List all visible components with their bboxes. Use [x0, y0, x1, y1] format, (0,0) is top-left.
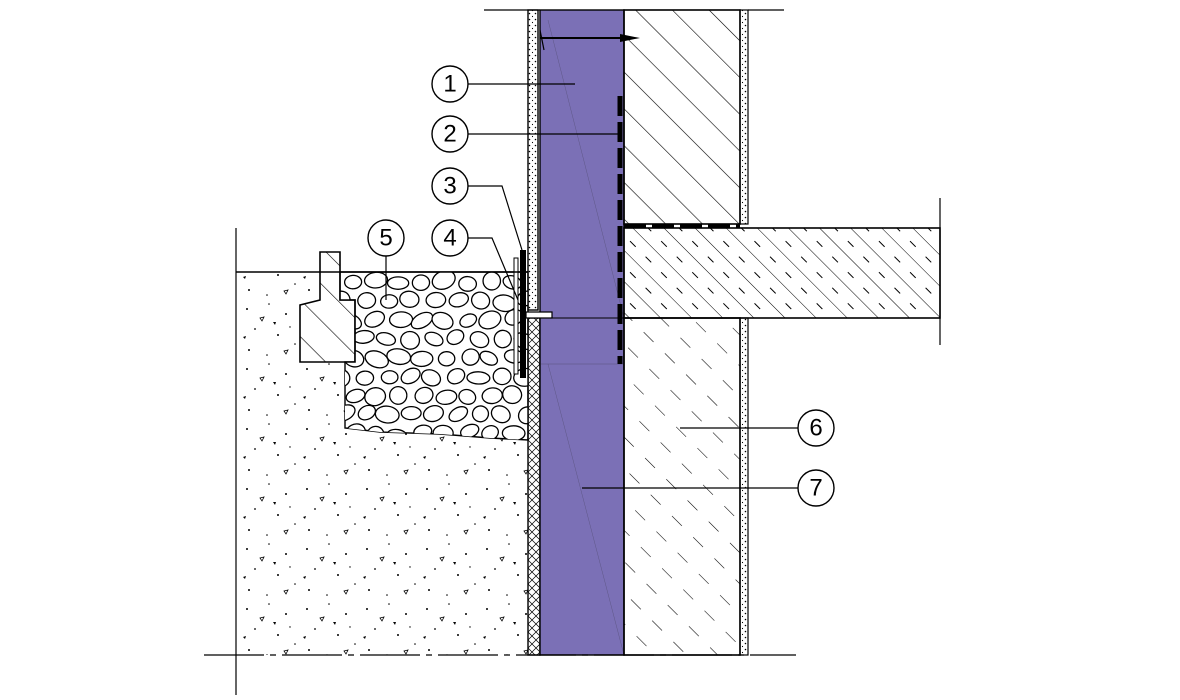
- gravel-stone: [431, 311, 454, 330]
- callout-5-label: 5: [379, 225, 392, 252]
- gravel-stone: [375, 331, 397, 346]
- gravel-stone: [461, 348, 480, 366]
- gravel-stone: [493, 329, 512, 349]
- gravel-stone: [448, 406, 469, 423]
- gravel-stone: [435, 389, 458, 406]
- callout-3-label: 3: [443, 173, 456, 200]
- gravel-stone: [420, 369, 442, 387]
- upper-wall: [623, 9, 749, 225]
- gravel-stone: [343, 274, 363, 290]
- gravel-stone: [422, 405, 445, 423]
- frame-lines: [204, 9, 796, 656]
- gravel-stone: [490, 405, 511, 424]
- gravel-stone: [425, 291, 447, 309]
- callout-4-label: 4: [443, 225, 456, 252]
- gravel-stone: [502, 385, 523, 405]
- gravel-stone: [400, 406, 422, 421]
- outer-render: [527, 9, 539, 311]
- gravel-stone: [458, 275, 478, 292]
- gravel-stone: [411, 274, 431, 292]
- gravel-stone: [471, 405, 490, 423]
- gravel-stone: [379, 294, 399, 309]
- gravel-stone: [364, 387, 387, 407]
- callout-7: 7: [582, 469, 835, 507]
- gravel-layer: [339, 271, 529, 441]
- gravel-stone: [380, 370, 399, 385]
- gravel-stone: [470, 291, 491, 310]
- soil-backfill: [235, 228, 528, 695]
- gravel-stone: [492, 367, 512, 386]
- plinth-profile: [513, 250, 553, 378]
- gravel-stone: [469, 331, 490, 349]
- gravel-stone: [482, 272, 502, 291]
- gravel-stone: [355, 370, 375, 386]
- callout-2: 2: [431, 115, 618, 153]
- gravel-stone: [400, 330, 421, 350]
- gravel-stone: [414, 386, 434, 405]
- gravel-stone: [466, 371, 491, 385]
- gravel-stone: [364, 350, 389, 369]
- callout-1: 1: [431, 65, 575, 103]
- callout-1-label: 1: [443, 71, 456, 98]
- basement-wall: [623, 317, 749, 656]
- callout-3: 3: [431, 167, 523, 251]
- gravel-stone: [374, 405, 400, 424]
- gravel-stone: [388, 386, 408, 405]
- gravel-stone: [501, 425, 526, 440]
- gravel-stone: [386, 276, 410, 290]
- gravel-stone: [364, 310, 386, 328]
- gravel-stone: [431, 272, 456, 290]
- callout-7-label: 7: [809, 475, 822, 502]
- curb-element: [299, 251, 356, 363]
- gravel-stone: [448, 292, 470, 308]
- callout-6-label: 6: [809, 415, 822, 442]
- gravel-stone: [478, 310, 502, 330]
- gravel-stone: [446, 367, 466, 385]
- callout-6: 6: [680, 409, 835, 447]
- callout-5: 5: [367, 219, 405, 300]
- gravel-stone: [345, 388, 366, 404]
- gravel-stone: [437, 351, 456, 367]
- gravel-stone: [424, 331, 444, 347]
- callout-4: 4: [431, 219, 519, 301]
- gravel-stone: [517, 406, 528, 425]
- gravel-stone: [410, 311, 434, 330]
- callout-2-label: 2: [443, 121, 456, 148]
- gravel-stone: [357, 292, 377, 309]
- gravel-stone: [458, 388, 477, 405]
- waterproofing-membrane: [617, 96, 740, 364]
- gravel-stone: [388, 311, 414, 329]
- gravel-stone: [410, 350, 434, 368]
- gravel-stone: [446, 329, 465, 346]
- gravel-stone: [357, 404, 377, 421]
- gravel-stone: [400, 367, 421, 385]
- gravel-stone: [399, 290, 420, 308]
- protection-board: [527, 317, 541, 656]
- gravel-stone: [479, 350, 499, 366]
- floor-slab: [623, 198, 941, 345]
- gravel-stone: [459, 313, 478, 328]
- insulation-layer: [539, 9, 625, 656]
